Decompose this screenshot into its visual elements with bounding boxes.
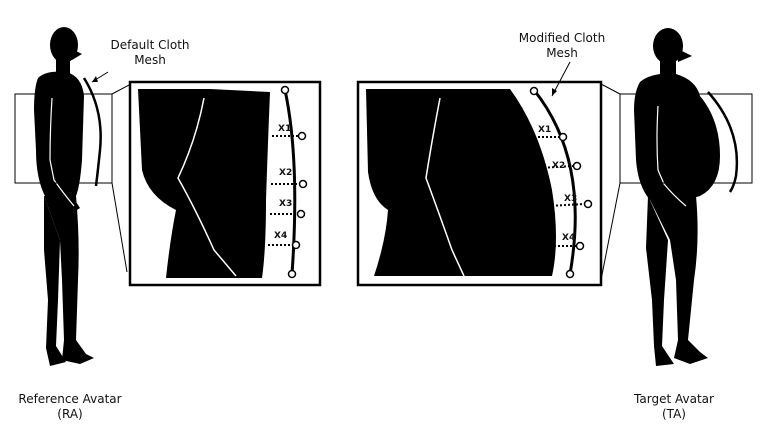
reference-zoom-inset <box>128 80 322 287</box>
target-arm-outline <box>656 105 687 207</box>
left-marker-x2: X2 <box>279 168 292 178</box>
left-marker-x3: X3 <box>279 199 292 209</box>
target-avatar-line1: Target Avatar <box>634 392 714 406</box>
target-avatar-line2: (TA) <box>662 407 686 421</box>
default-cloth-mesh-label: Default Cloth Mesh <box>104 38 196 68</box>
reference-avatar-line1: Reference Avatar <box>18 392 122 406</box>
target-zoom-inset <box>356 80 603 287</box>
default-mesh-line1: Default Cloth <box>110 38 190 52</box>
reference-arm-outline <box>49 97 75 207</box>
reference-avatar-label: Reference Avatar (RA) <box>10 392 130 422</box>
reference-connector-top <box>111 83 132 95</box>
reference-connector-bottom <box>111 182 128 273</box>
default-cloth-mesh-curve <box>82 77 102 187</box>
modified-cloth-mesh-curve <box>707 91 739 193</box>
target-avatar-figure <box>634 28 720 366</box>
right-marker-x4: X4 <box>562 233 575 243</box>
right-marker-x1: X1 <box>538 125 551 135</box>
target-connector-top <box>600 83 621 95</box>
reference-selection-box <box>14 93 113 184</box>
modified-mesh-line1: Modified Cloth <box>518 31 606 45</box>
left-marker-x4: X4 <box>274 231 287 241</box>
modified-mesh-line2: Mesh <box>546 46 578 60</box>
modified-cloth-mesh-label: Modified Cloth Mesh <box>510 31 614 61</box>
left-marker-x1: X1 <box>278 124 291 134</box>
default-mesh-line2: Mesh <box>134 53 166 67</box>
right-marker-x2: X2 <box>552 161 565 171</box>
target-connector-bottom <box>600 182 621 281</box>
reference-avatar-line2: (RA) <box>57 407 83 421</box>
target-selection-box <box>619 93 753 184</box>
right-marker-x3: X3 <box>564 194 577 204</box>
target-avatar-label: Target Avatar (TA) <box>620 392 728 422</box>
